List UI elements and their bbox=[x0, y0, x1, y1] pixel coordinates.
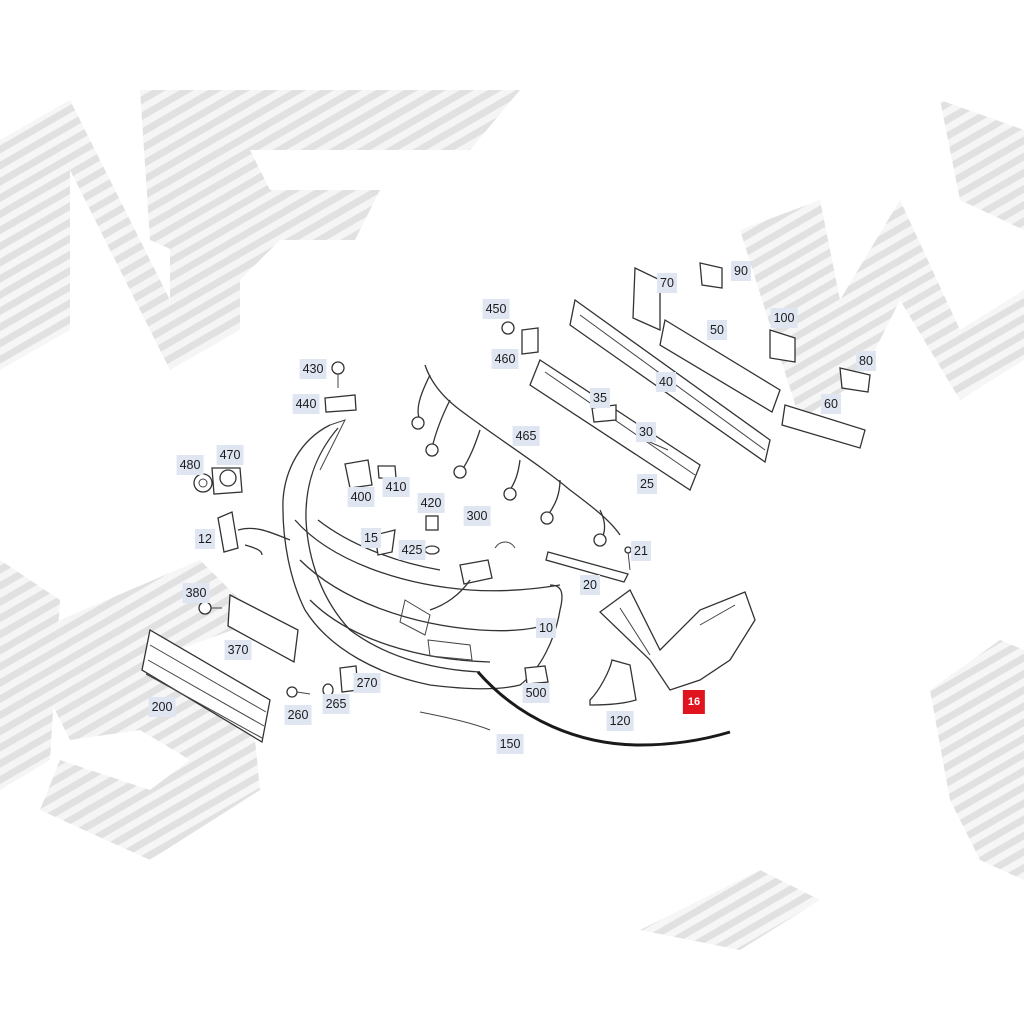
callout-265: 265 bbox=[322, 694, 350, 714]
parking-sensor bbox=[193, 467, 243, 495]
part-120 bbox=[589, 659, 637, 706]
side-bracket-16 bbox=[598, 589, 756, 691]
bolt-430 bbox=[331, 361, 345, 388]
bracket-100 bbox=[769, 329, 796, 363]
callout-380: 380 bbox=[182, 583, 210, 603]
callout-470: 470 bbox=[216, 445, 244, 465]
callout-16-highlighted: 16 bbox=[682, 690, 706, 714]
strip-20 bbox=[545, 551, 629, 583]
part-420 bbox=[424, 515, 440, 555]
part-21 bbox=[624, 546, 632, 571]
part-450 bbox=[501, 321, 539, 355]
callout-420: 420 bbox=[417, 493, 445, 513]
callout-35: 35 bbox=[590, 388, 610, 408]
callout-270: 270 bbox=[353, 673, 381, 693]
wiring-harness bbox=[411, 364, 621, 547]
license-plate-holder bbox=[227, 593, 299, 664]
callout-370: 370 bbox=[224, 640, 252, 660]
callout-450: 450 bbox=[482, 299, 510, 319]
callout-430: 430 bbox=[299, 359, 327, 379]
callout-410: 410 bbox=[382, 477, 410, 497]
callout-480: 480 bbox=[176, 455, 204, 475]
callout-10: 10 bbox=[536, 618, 556, 638]
callout-12: 12 bbox=[195, 529, 215, 549]
callout-500: 500 bbox=[522, 683, 550, 703]
callout-440: 440 bbox=[292, 394, 320, 414]
trim-150 bbox=[419, 711, 491, 731]
callout-15: 15 bbox=[361, 528, 381, 548]
bracket-70 bbox=[632, 266, 661, 332]
bracket-80 bbox=[839, 367, 871, 393]
callout-425: 425 bbox=[398, 540, 426, 560]
part-400 bbox=[344, 459, 397, 489]
callout-465: 465 bbox=[512, 426, 540, 446]
callout-30: 30 bbox=[636, 422, 656, 442]
part-500 bbox=[524, 665, 549, 685]
callout-200: 200 bbox=[148, 697, 176, 717]
callout-260: 260 bbox=[284, 705, 312, 725]
cable bbox=[476, 671, 731, 747]
callout-120: 120 bbox=[606, 711, 634, 731]
clip-440 bbox=[324, 394, 357, 413]
callout-150: 150 bbox=[496, 734, 524, 754]
bumper-cover bbox=[282, 419, 563, 690]
callout-300: 300 bbox=[463, 506, 491, 526]
bracket-90 bbox=[699, 262, 723, 289]
callout-20: 20 bbox=[580, 575, 600, 595]
callout-400: 400 bbox=[347, 487, 375, 507]
bolt-380 bbox=[198, 601, 222, 615]
callout-90: 90 bbox=[731, 261, 751, 281]
bolt-260 bbox=[286, 686, 311, 698]
callout-60: 60 bbox=[821, 394, 841, 414]
part-60 bbox=[781, 404, 866, 449]
callout-460: 460 bbox=[491, 349, 519, 369]
part-12 bbox=[217, 511, 291, 556]
callout-21: 21 bbox=[631, 541, 651, 561]
callout-50: 50 bbox=[707, 320, 727, 340]
callout-25: 25 bbox=[637, 474, 657, 494]
foam-50 bbox=[659, 318, 781, 413]
callout-100: 100 bbox=[770, 308, 798, 328]
callout-40: 40 bbox=[656, 372, 676, 392]
grille bbox=[141, 628, 271, 744]
part-300 bbox=[429, 541, 516, 611]
callout-80: 80 bbox=[856, 351, 876, 371]
callout-70: 70 bbox=[657, 273, 677, 293]
